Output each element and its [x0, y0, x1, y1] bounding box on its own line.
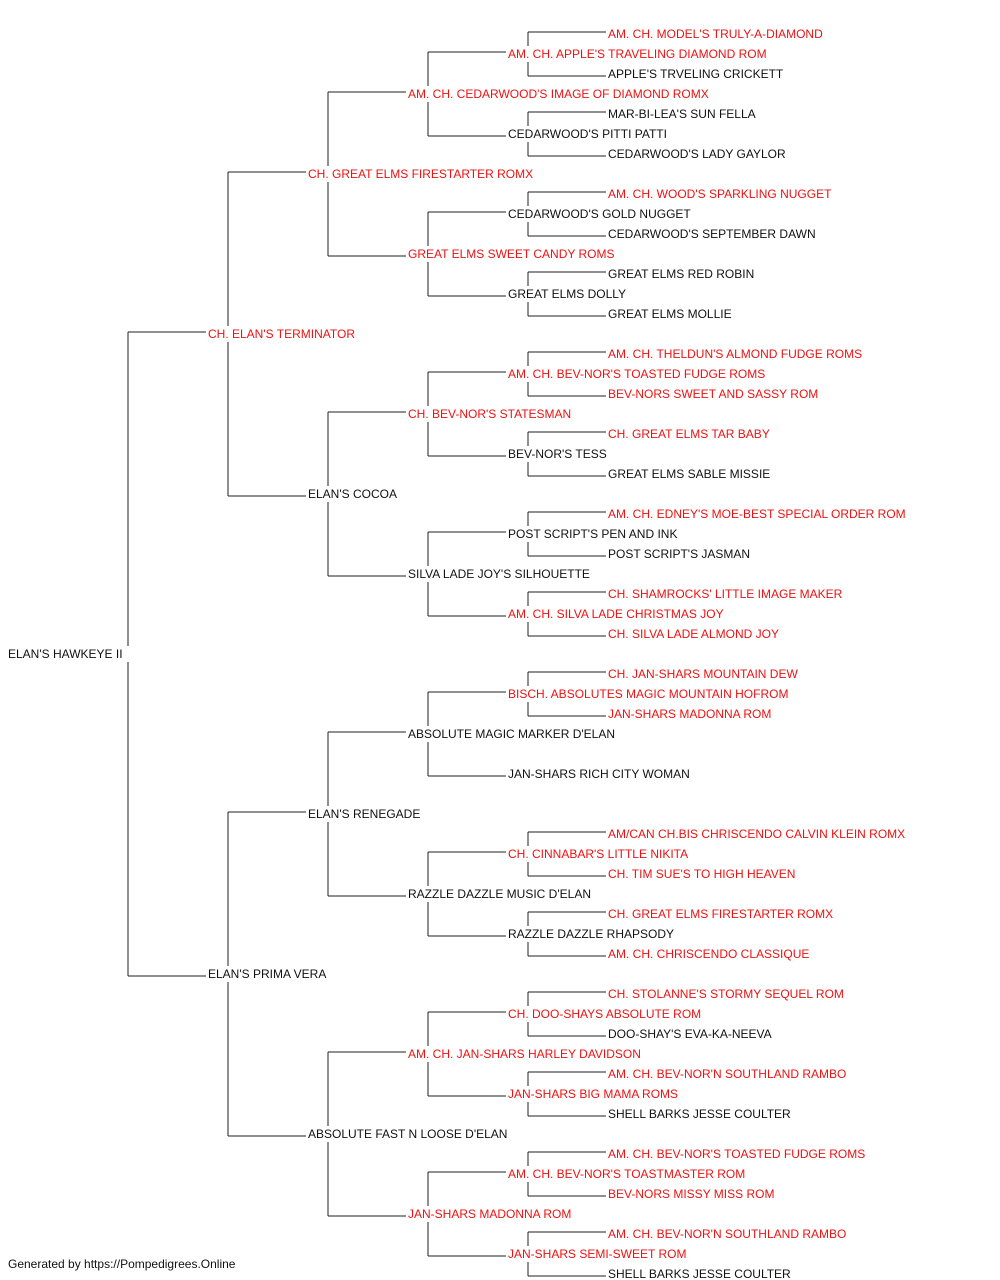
ancestor-name: CH. SILVA LADE ALMOND JOY	[608, 627, 779, 641]
ancestor-name: CH. TIM SUE'S TO HIGH HEAVEN	[608, 867, 795, 881]
ancestor-name: JAN-SHARS RICH CITY WOMAN	[508, 767, 690, 781]
ancestor-name: ABSOLUTE FAST N LOOSE D'ELAN	[308, 1127, 507, 1141]
ancestor-name: AM. CH. THELDUN'S ALMOND FUDGE ROMS	[608, 347, 862, 361]
ancestor-name: POST SCRIPT'S PEN AND INK	[508, 527, 677, 541]
footer-credit: Generated by https://Pompedigrees.Online	[8, 1257, 236, 1271]
ancestor-name: MAR-BI-LEA'S SUN FELLA	[608, 107, 756, 121]
ancestor-name: AM. CH. BEV-NOR'N SOUTHLAND RAMBO	[608, 1067, 846, 1081]
ancestor-name: JAN-SHARS MADONNA ROM	[408, 1207, 571, 1221]
ancestor-name: ELAN'S COCOA	[308, 487, 397, 501]
ancestor-name: BISCH. ABSOLUTES MAGIC MOUNTAIN HOFROM	[508, 687, 788, 701]
ancestor-name: SILVA LADE JOY'S SILHOUETTE	[408, 567, 590, 581]
ancestor-name: CH. JAN-SHARS MOUNTAIN DEW	[608, 667, 798, 681]
ancestor-name: JAN-SHARS SEMI-SWEET ROM	[508, 1247, 686, 1261]
ancestor-name: GREAT ELMS SWEET CANDY ROMS	[408, 247, 614, 261]
ancestor-name: AM. CH. CEDARWOOD'S IMAGE OF DIAMOND ROM…	[408, 87, 709, 101]
subject-dog: ELAN'S HAWKEYE II	[8, 647, 123, 661]
ancestor-name: BEV-NORS SWEET AND SASSY ROM	[608, 387, 818, 401]
ancestor-name: CH. CINNABAR'S LITTLE NIKITA	[508, 847, 688, 861]
ancestor-name: ABSOLUTE MAGIC MARKER D'ELAN	[408, 727, 615, 741]
ancestor-name: AM/CAN CH.BIS CHRISCENDO CALVIN KLEIN RO…	[608, 827, 905, 841]
ancestor-name: DOO-SHAY'S EVA-KA-NEEVA	[608, 1027, 772, 1041]
ancestor-name: BEV-NOR'S TESS	[508, 447, 607, 461]
ancestor-name: JAN-SHARS MADONNA ROM	[608, 707, 771, 721]
ancestor-name: CH. GREAT ELMS TAR BABY	[608, 427, 770, 441]
ancestor-name: CH. STOLANNE'S STORMY SEQUEL ROM	[608, 987, 844, 1001]
ancestor-name: RAZZLE DAZZLE RHAPSODY	[508, 927, 674, 941]
ancestor-name: JAN-SHARS BIG MAMA ROMS	[508, 1087, 678, 1101]
ancestor-name: AM. CH. MODEL'S TRULY-A-DIAMOND	[608, 27, 823, 41]
ancestor-name: CH. ELAN'S TERMINATOR	[208, 327, 355, 341]
ancestor-name: ELAN'S RENEGADE	[308, 807, 420, 821]
ancestor-name: AM. CH. BEV-NOR'S TOASTMASTER ROM	[508, 1167, 745, 1181]
ancestor-name: CEDARWOOD'S PITTI PATTI	[508, 127, 667, 141]
ancestor-name: BEV-NORS MISSY MISS ROM	[608, 1187, 774, 1201]
ancestor-name: SHELL BARKS JESSE COULTER	[608, 1107, 791, 1121]
ancestor-name: AM. CH. WOOD'S SPARKLING NUGGET	[608, 187, 832, 201]
ancestor-name: GREAT ELMS MOLLIE	[608, 307, 732, 321]
dog-labels: ELAN'S HAWKEYE II CH. ELAN'S TERMINATOR CH…	[8, 27, 906, 1280]
ancestor-name: SHELL BARKS JESSE COULTER	[608, 1267, 791, 1280]
ancestor-name: CEDARWOOD'S LADY GAYLOR	[608, 147, 786, 161]
ancestor-name: AM. CH. BEV-NOR'N SOUTHLAND RAMBO	[608, 1227, 846, 1241]
ancestor-name: APPLE'S TRVELING CRICKETT	[608, 67, 784, 81]
ancestor-name: GREAT ELMS DOLLY	[508, 287, 626, 301]
ancestor-name: AM. CH. APPLE'S TRAVELING DIAMOND ROM	[508, 47, 767, 61]
ancestor-name: RAZZLE DAZZLE MUSIC D'ELAN	[408, 887, 591, 901]
connector-lines	[127, 31, 606, 1277]
ancestor-name: AM. CH. CHRISCENDO CLASSIQUE	[608, 947, 809, 961]
ancestor-name: AM. CH. BEV-NOR'S TOASTED FUDGE ROMS	[608, 1147, 865, 1161]
ancestor-name: CEDARWOOD'S GOLD NUGGET	[508, 207, 691, 221]
ancestor-name: GREAT ELMS RED ROBIN	[608, 267, 754, 281]
ancestor-name: CH. BEV-NOR'S STATESMAN	[408, 407, 571, 421]
ancestor-name: POST SCRIPT'S JASMAN	[608, 547, 750, 561]
ancestor-name: AM. CH. JAN-SHARS HARLEY DAVIDSON	[408, 1047, 641, 1061]
ancestor-name: GREAT ELMS SABLE MISSIE	[608, 467, 770, 481]
ancestor-name: AM. CH. BEV-NOR'S TOASTED FUDGE ROMS	[508, 367, 765, 381]
ancestor-name: CH. GREAT ELMS FIRESTARTER ROMX	[608, 907, 833, 921]
ancestor-name: CEDARWOOD'S SEPTEMBER DAWN	[608, 227, 816, 241]
ancestor-name: CH. SHAMROCKS' LITTLE IMAGE MAKER	[608, 587, 843, 601]
ancestor-name: CH. GREAT ELMS FIRESTARTER ROMX	[308, 167, 533, 181]
ancestor-name: CH. DOO-SHAYS ABSOLUTE ROM	[508, 1007, 701, 1021]
ancestor-name: ELAN'S PRIMA VERA	[208, 967, 326, 981]
ancestor-name: AM. CH. EDNEY'S MOE-BEST SPECIAL ORDER R…	[608, 507, 906, 521]
ancestor-name: AM. CH. SILVA LADE CHRISTMAS JOY	[508, 607, 724, 621]
